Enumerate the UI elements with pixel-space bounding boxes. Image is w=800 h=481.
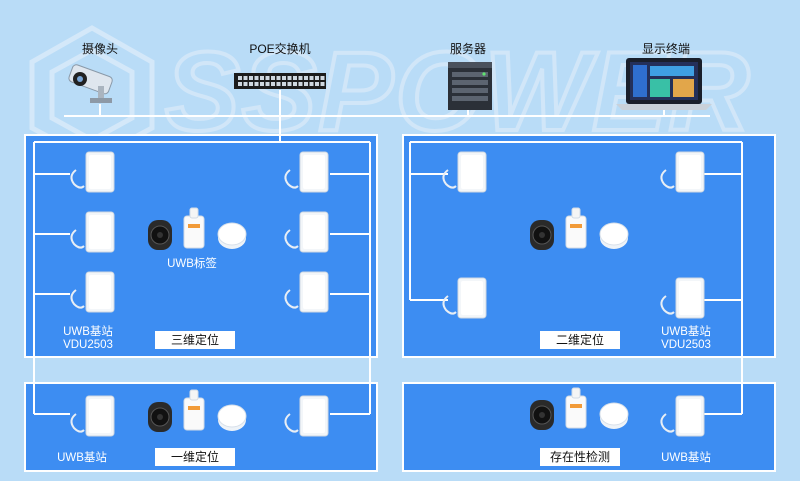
- puck-tag-icon: [599, 402, 629, 429]
- station-label-1d: UWB基站: [57, 452, 107, 464]
- uwb-base-stations: [70, 151, 705, 437]
- uwb-station-1d-1: [70, 395, 115, 437]
- display-terminal-icon: [616, 58, 712, 110]
- station-label-presence: UWB基站: [661, 452, 711, 464]
- uwb-tags: [148, 207, 629, 432]
- uwb-tag-label: UWB标签: [167, 258, 217, 270]
- card-tag-icon: [565, 207, 587, 249]
- uwb-station-3d-2: [70, 211, 115, 253]
- mode-tag-presence: 存在性检测: [540, 448, 620, 466]
- mode-tag-1d: 一维定位: [155, 448, 235, 466]
- uwb-station-3d-4: [284, 151, 329, 193]
- uwb-station-2d-4: [660, 277, 705, 319]
- display-terminal-label: 显示终端: [641, 42, 691, 56]
- card-tag-icon: [183, 207, 205, 249]
- server-label: 服务器: [449, 42, 487, 56]
- uwb-station-3d-3: [70, 271, 115, 313]
- watch-tag-icon: [530, 220, 554, 250]
- uwb-station-2d-1: [442, 151, 487, 193]
- uwb-station-1d-2: [284, 395, 329, 437]
- uwb-station-presence-1: [660, 395, 705, 437]
- uwb-tags-3d: [148, 207, 247, 250]
- connection-lines: [33, 90, 743, 415]
- station-model-2d: VDU2503: [661, 339, 711, 351]
- puck-tag-icon: [217, 404, 247, 431]
- poe-switch-label: POE交换机: [249, 42, 311, 56]
- uwb-station-2d-2: [442, 277, 487, 319]
- uwb-station-3d-5: [284, 211, 329, 253]
- uwb-tags-presence: [530, 387, 629, 430]
- server-icon: [448, 62, 492, 110]
- poe-switch-icon: [234, 73, 326, 89]
- uwb-tags-2d: [530, 207, 629, 250]
- watch-tag-icon: [148, 220, 172, 250]
- camera-label: 摄像头: [81, 42, 119, 56]
- mode-tag-3d: 三维定位: [155, 331, 235, 349]
- card-tag-icon: [565, 387, 587, 429]
- watch-tag-icon: [148, 402, 172, 432]
- uwb-station-2d-3: [660, 151, 705, 193]
- station-label-2d: UWB基站: [661, 326, 711, 338]
- puck-tag-icon: [599, 222, 629, 249]
- camera-icon: [68, 64, 113, 103]
- card-tag-icon: [183, 389, 205, 431]
- puck-tag-icon: [217, 222, 247, 249]
- uwb-station-3d-6: [284, 271, 329, 313]
- station-model-3d: VDU2503: [63, 339, 113, 351]
- uwb-station-3d-1: [70, 151, 115, 193]
- station-label-3d: UWB基站: [63, 326, 113, 338]
- uwb-tags-1d: [148, 389, 247, 432]
- mode-tag-2d: 二维定位: [540, 331, 620, 349]
- watch-tag-icon: [530, 400, 554, 430]
